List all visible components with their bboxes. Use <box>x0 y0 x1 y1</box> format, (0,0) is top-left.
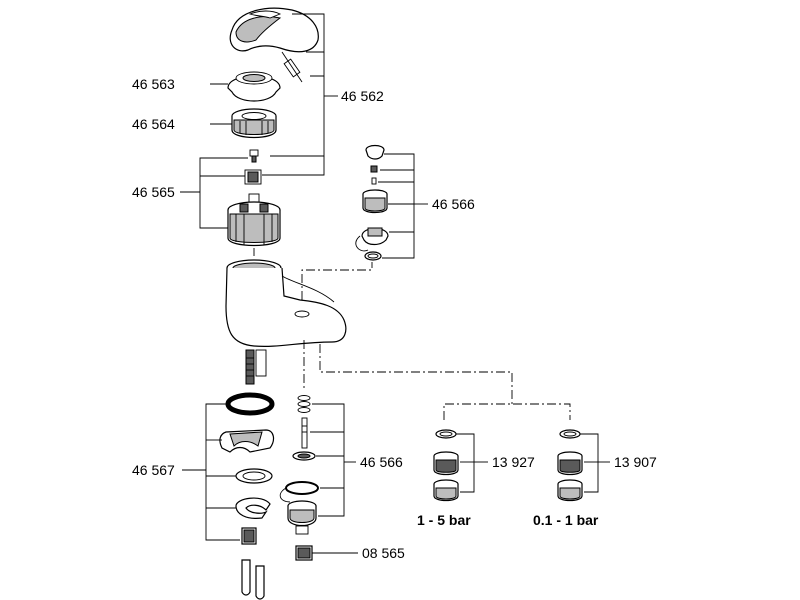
pop-up-lower-bracket <box>279 403 356 517</box>
pop-up-lower-spring <box>297 395 311 413</box>
label-46564: 46 564 <box>132 116 175 132</box>
mounting-nut <box>241 527 257 545</box>
cartridge-stem-adapter <box>244 169 262 185</box>
label-pressure-1: 1 - 5 bar <box>417 512 471 528</box>
pop-up-upper-parts <box>361 144 389 261</box>
cartridge-small-screw <box>249 149 259 163</box>
cartridge <box>227 193 281 247</box>
lever-handle <box>229 7 319 53</box>
pop-up-lower-body <box>287 500 317 535</box>
label-46562: 46 562 <box>341 88 384 104</box>
aerator-1-bracket <box>456 433 488 493</box>
aerator-1-parts <box>433 429 459 502</box>
aerator-2-parts <box>557 429 583 502</box>
pop-up-lower-o-ring <box>285 481 319 495</box>
label-13927: 13 927 <box>492 454 535 470</box>
bonnet-nut <box>231 108 277 139</box>
mounting-flat-washer <box>235 468 273 484</box>
mounting-studs <box>241 559 265 600</box>
label-pressure-2: 0.1 - 1 bar <box>533 512 599 528</box>
pop-up-lower-seal <box>292 451 316 461</box>
aerator-2-bracket <box>580 433 610 493</box>
label-08565: 08 565 <box>362 545 405 561</box>
pop-up-upper-bracket <box>355 153 428 259</box>
label-46565: 46 565 <box>132 184 175 200</box>
label-46566-lower: 46 566 <box>360 454 403 470</box>
handle-group-leaders <box>210 13 338 176</box>
aerator-guide-split <box>443 403 571 420</box>
handle-screw <box>281 51 303 83</box>
pop-up-lower-rod <box>301 417 308 449</box>
aerator-guide-main <box>319 344 513 404</box>
pop-up-upper-guide <box>301 262 373 300</box>
mounting-bracket <box>182 403 240 541</box>
label-46566-upper: 46 566 <box>432 196 475 212</box>
handle-cap <box>227 71 281 102</box>
label-46563: 46 563 <box>132 76 175 92</box>
label-46567: 46 567 <box>132 462 175 478</box>
faucet-body <box>225 259 347 385</box>
mounting-horseshoe-washer <box>219 429 275 453</box>
mounting-clip <box>235 497 271 519</box>
cartridge-bracket <box>180 157 255 256</box>
adapter <box>295 545 358 561</box>
label-13907: 13 907 <box>614 454 657 470</box>
mounting-o-ring <box>225 392 275 416</box>
